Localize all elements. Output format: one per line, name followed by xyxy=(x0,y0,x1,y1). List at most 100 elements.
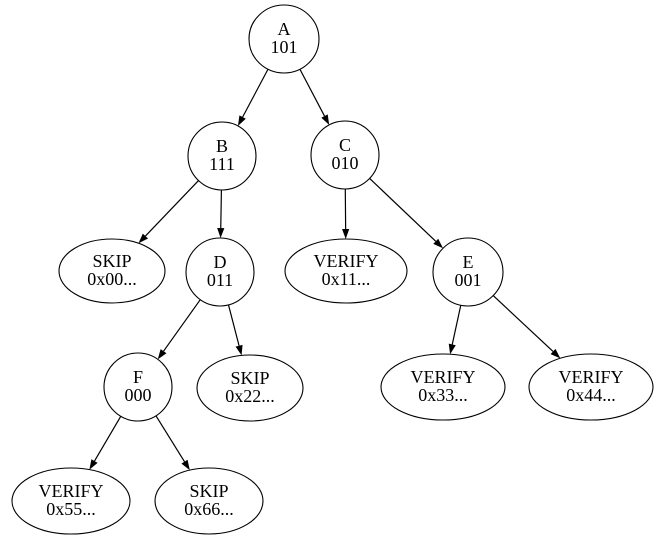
node-V55-label-line2: 0x55... xyxy=(46,499,96,519)
node-C-label-line1: C xyxy=(339,135,351,155)
edge-D-SKIP22 xyxy=(227,304,243,356)
node-V33-ellipse xyxy=(380,353,506,421)
node-V33-label-line1: VERIFY xyxy=(410,367,475,387)
arrowhead-icon xyxy=(237,115,246,126)
edge-line xyxy=(369,177,437,242)
node-D-label-line2: 011 xyxy=(207,270,233,290)
node-B-label-line1: B xyxy=(216,136,228,156)
edge-C-E xyxy=(369,177,443,249)
node-SKIP00-ellipse xyxy=(58,238,166,304)
node-V55-ellipse xyxy=(11,467,131,535)
node-SKIP22-ellipse xyxy=(196,354,304,422)
arrowhead-icon xyxy=(138,233,149,244)
node-V33-label-line2: 0x33... xyxy=(418,385,468,405)
node-V11-label-line2: 0x11... xyxy=(322,269,371,289)
node-SKIP00-label-line1: SKIP xyxy=(92,251,131,271)
arrowhead-icon xyxy=(235,344,243,356)
edge-B-D xyxy=(217,189,225,239)
node-F-circle xyxy=(103,352,173,422)
node-SKIP00-label-line2: 0x00... xyxy=(87,269,137,289)
edge-A-C xyxy=(299,68,330,125)
arrowhead-icon xyxy=(550,348,561,359)
arrowhead-icon xyxy=(448,343,456,355)
arrowhead-icon xyxy=(217,227,225,239)
edge-D-F xyxy=(157,299,201,360)
edge-C-V11 xyxy=(342,188,350,240)
edge-line xyxy=(144,180,199,237)
edges-layer xyxy=(89,68,561,471)
node-E-label-line2: 001 xyxy=(455,270,482,290)
node-SKIP22-label-line2: 0x22... xyxy=(225,386,275,406)
node-B-label-line2: 111 xyxy=(209,154,235,174)
arrowhead-icon xyxy=(321,114,330,125)
node-B-circle xyxy=(187,121,257,191)
node-E-circle xyxy=(432,237,504,307)
edge-line xyxy=(220,189,223,229)
node-SKIP66-label-line2: 0x66... xyxy=(184,499,234,519)
edge-line xyxy=(93,416,122,462)
node-A-label-line2: 101 xyxy=(271,37,298,57)
node-V44-label-line2: 0x44... xyxy=(566,385,616,405)
node-V11-label-line1: VERIFY xyxy=(313,251,378,271)
node-A-circle xyxy=(248,4,320,74)
node-V44-ellipse xyxy=(528,353,654,421)
arrowhead-icon xyxy=(433,238,443,249)
node-F-label-line1: F xyxy=(133,367,143,387)
arrowhead-icon xyxy=(89,459,98,470)
arrowhead-icon xyxy=(342,228,350,240)
edge-F-SKIP66 xyxy=(155,415,190,471)
node-D-circle xyxy=(185,237,255,307)
edge-A-B xyxy=(237,68,269,126)
arrowhead-icon xyxy=(157,349,167,360)
node-E-label-line1: E xyxy=(463,252,474,272)
arrowhead-icon xyxy=(181,459,190,471)
edge-line xyxy=(163,299,201,352)
node-V44-label-line1: VERIFY xyxy=(558,367,623,387)
node-D-label-line1: D xyxy=(214,252,227,272)
node-C-circle xyxy=(310,120,380,190)
edge-B-SKIP00 xyxy=(138,180,199,244)
edge-F-V55 xyxy=(89,416,122,470)
edge-line xyxy=(451,305,462,345)
edge-E-V44 xyxy=(492,295,561,359)
edge-line xyxy=(242,68,269,118)
node-V55-label-line1: VERIFY xyxy=(38,481,103,501)
node-F-label-line2: 000 xyxy=(125,385,152,405)
edge-line xyxy=(299,68,326,117)
node-C-label-line2: 010 xyxy=(332,153,359,173)
node-A-label-line1: A xyxy=(278,19,291,39)
edge-line xyxy=(492,295,554,352)
node-V11-ellipse xyxy=(284,238,408,304)
edge-line xyxy=(155,415,186,462)
node-SKIP66-ellipse xyxy=(154,467,264,535)
edge-line xyxy=(227,304,240,346)
node-SKIP22-label-line1: SKIP xyxy=(230,368,269,388)
